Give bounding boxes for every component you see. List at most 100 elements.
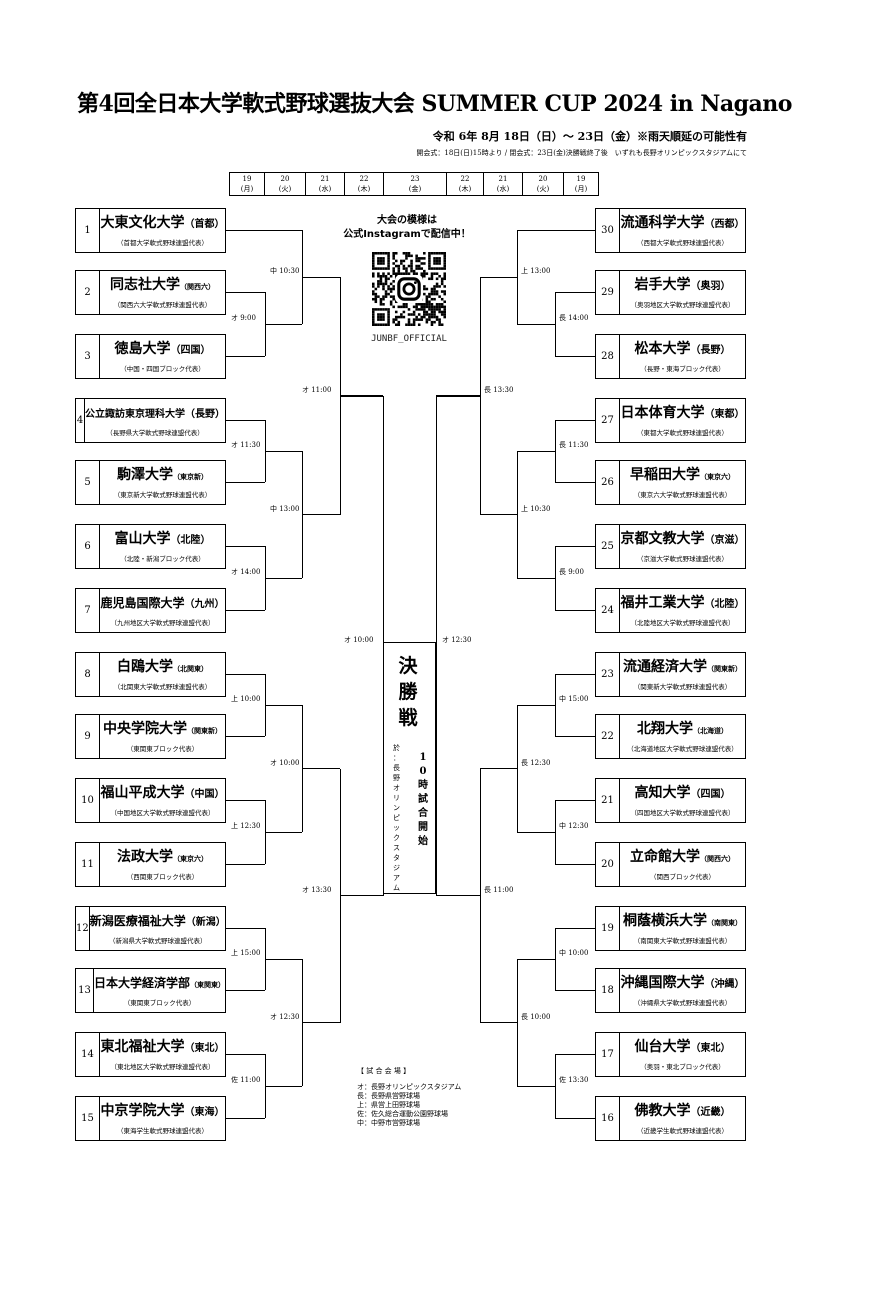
team-name: 福井工業大学（北陸） <box>620 595 745 611</box>
bracket-line <box>516 959 518 1086</box>
seed-number: 24 <box>596 589 620 632</box>
team-name: 流通科学大学（西都） <box>620 215 745 231</box>
bracket-line <box>517 704 555 706</box>
seed-number: 6 <box>76 525 100 568</box>
seed-number: 1 <box>76 209 100 252</box>
instagram-account: JUNBF_OFFICIAL <box>371 334 447 344</box>
day-weekday: (金) <box>408 185 422 193</box>
team-name: 松本大学（長野） <box>634 341 731 357</box>
team-league: （奥羽・東北ブロック代表） <box>640 1063 725 1071</box>
bracket-line <box>480 1022 517 1024</box>
team-name: 中央学院大学（関東新） <box>103 721 222 737</box>
bracket-line <box>226 355 265 357</box>
team-region: （西都） <box>704 219 745 230</box>
match-time: 佐 11:00 <box>231 1076 261 1084</box>
qr-code-icon[interactable] <box>372 252 446 326</box>
team-name: 駒澤大学（東京新） <box>117 467 208 483</box>
day-number: 21 <box>320 175 330 183</box>
bracket-line <box>265 1085 302 1087</box>
team-name: 日本体育大学（東都） <box>620 405 745 421</box>
bracket-line <box>555 863 595 865</box>
match-time: 上 12:30 <box>231 822 261 830</box>
team-league: （長野県大学軟式野球連盟代表） <box>106 429 204 437</box>
day-cell: 21(水) <box>484 173 523 195</box>
bracket-line <box>555 735 595 737</box>
seed-number: 11 <box>76 843 100 886</box>
bracket-line <box>517 229 595 231</box>
bracket-line <box>226 609 265 611</box>
match-time: 長 10:00 <box>521 1012 551 1021</box>
bracket-line <box>554 1054 556 1118</box>
team-name: 福山平成大学（中国） <box>100 785 225 801</box>
day-number: 22 <box>460 175 470 183</box>
bracket-line <box>480 514 517 516</box>
bracket-line <box>517 577 555 579</box>
bracket-line <box>226 481 265 483</box>
bracket-line <box>479 768 481 1023</box>
team-league: （中国・四国ブロック代表） <box>120 365 205 373</box>
match-time: オ 12:30 <box>442 635 472 644</box>
bracket-line <box>265 577 302 579</box>
seed-number: 27 <box>596 399 620 442</box>
match-time: オ 13:30 <box>302 885 332 894</box>
seed-number: 3 <box>76 335 100 378</box>
seed-number: 15 <box>76 1097 100 1140</box>
bracket-line <box>226 229 302 231</box>
team-region: （関東新） <box>187 726 222 735</box>
bracket-line <box>265 704 302 706</box>
team-league: （東関東ブロック代表） <box>123 999 196 1007</box>
team-league: （東北地区大学軟式野球連盟代表） <box>110 1063 215 1071</box>
day-cell: 23(金) <box>384 173 447 195</box>
team-region: （北海道） <box>693 726 728 735</box>
seed-number: 8 <box>76 653 100 696</box>
day-weekday: (月) <box>574 185 588 193</box>
schedule-dates: 令和 6年 8月 18日（日）～ 23日（金）※雨天順延の可能性有 <box>432 130 747 143</box>
match-time: オ 12:30 <box>270 1012 300 1021</box>
match-time: 中 10:00 <box>559 949 589 957</box>
team-league: （沖縄県大学軟式野球連盟代表） <box>633 999 732 1007</box>
stream-line-2: 公式Instagramで配信中！ <box>343 229 471 240</box>
team-name: 日本大学経済学部（東関東） <box>93 976 225 990</box>
team-region: （関西六） <box>180 282 215 291</box>
day-number: 22 <box>359 175 369 183</box>
bracket-line <box>226 735 265 737</box>
bracket-line <box>555 927 595 929</box>
bracket-line <box>340 895 383 897</box>
bracket-line <box>555 673 595 675</box>
team-league: （西都大学軟式野球連盟代表） <box>637 239 728 247</box>
match-time: 中 13:00 <box>270 504 300 513</box>
team-league: （東関東ブロック代表） <box>126 745 199 753</box>
day-cell: 22(木) <box>447 173 484 195</box>
bracket-line <box>226 419 265 421</box>
venue-item: オ：長野オリンピックスタジアム <box>357 1083 462 1091</box>
bracket-line <box>555 609 595 611</box>
bracket-line <box>436 395 480 397</box>
day-weekday: (火) <box>278 185 292 193</box>
team-league: （中国地区大学軟式野球連盟代表） <box>110 809 215 817</box>
match-time: オ 9:00 <box>231 314 256 322</box>
seed-number: 18 <box>596 969 620 1012</box>
bracket-line <box>226 1053 265 1055</box>
bracket-line <box>516 451 518 578</box>
match-time: 長 11:00 <box>484 885 514 894</box>
day-weekday: (水) <box>318 185 332 193</box>
seed-number: 17 <box>596 1033 620 1076</box>
bracket-line <box>302 1022 340 1024</box>
team-league: （北陸・新潟ブロック代表） <box>120 555 205 563</box>
